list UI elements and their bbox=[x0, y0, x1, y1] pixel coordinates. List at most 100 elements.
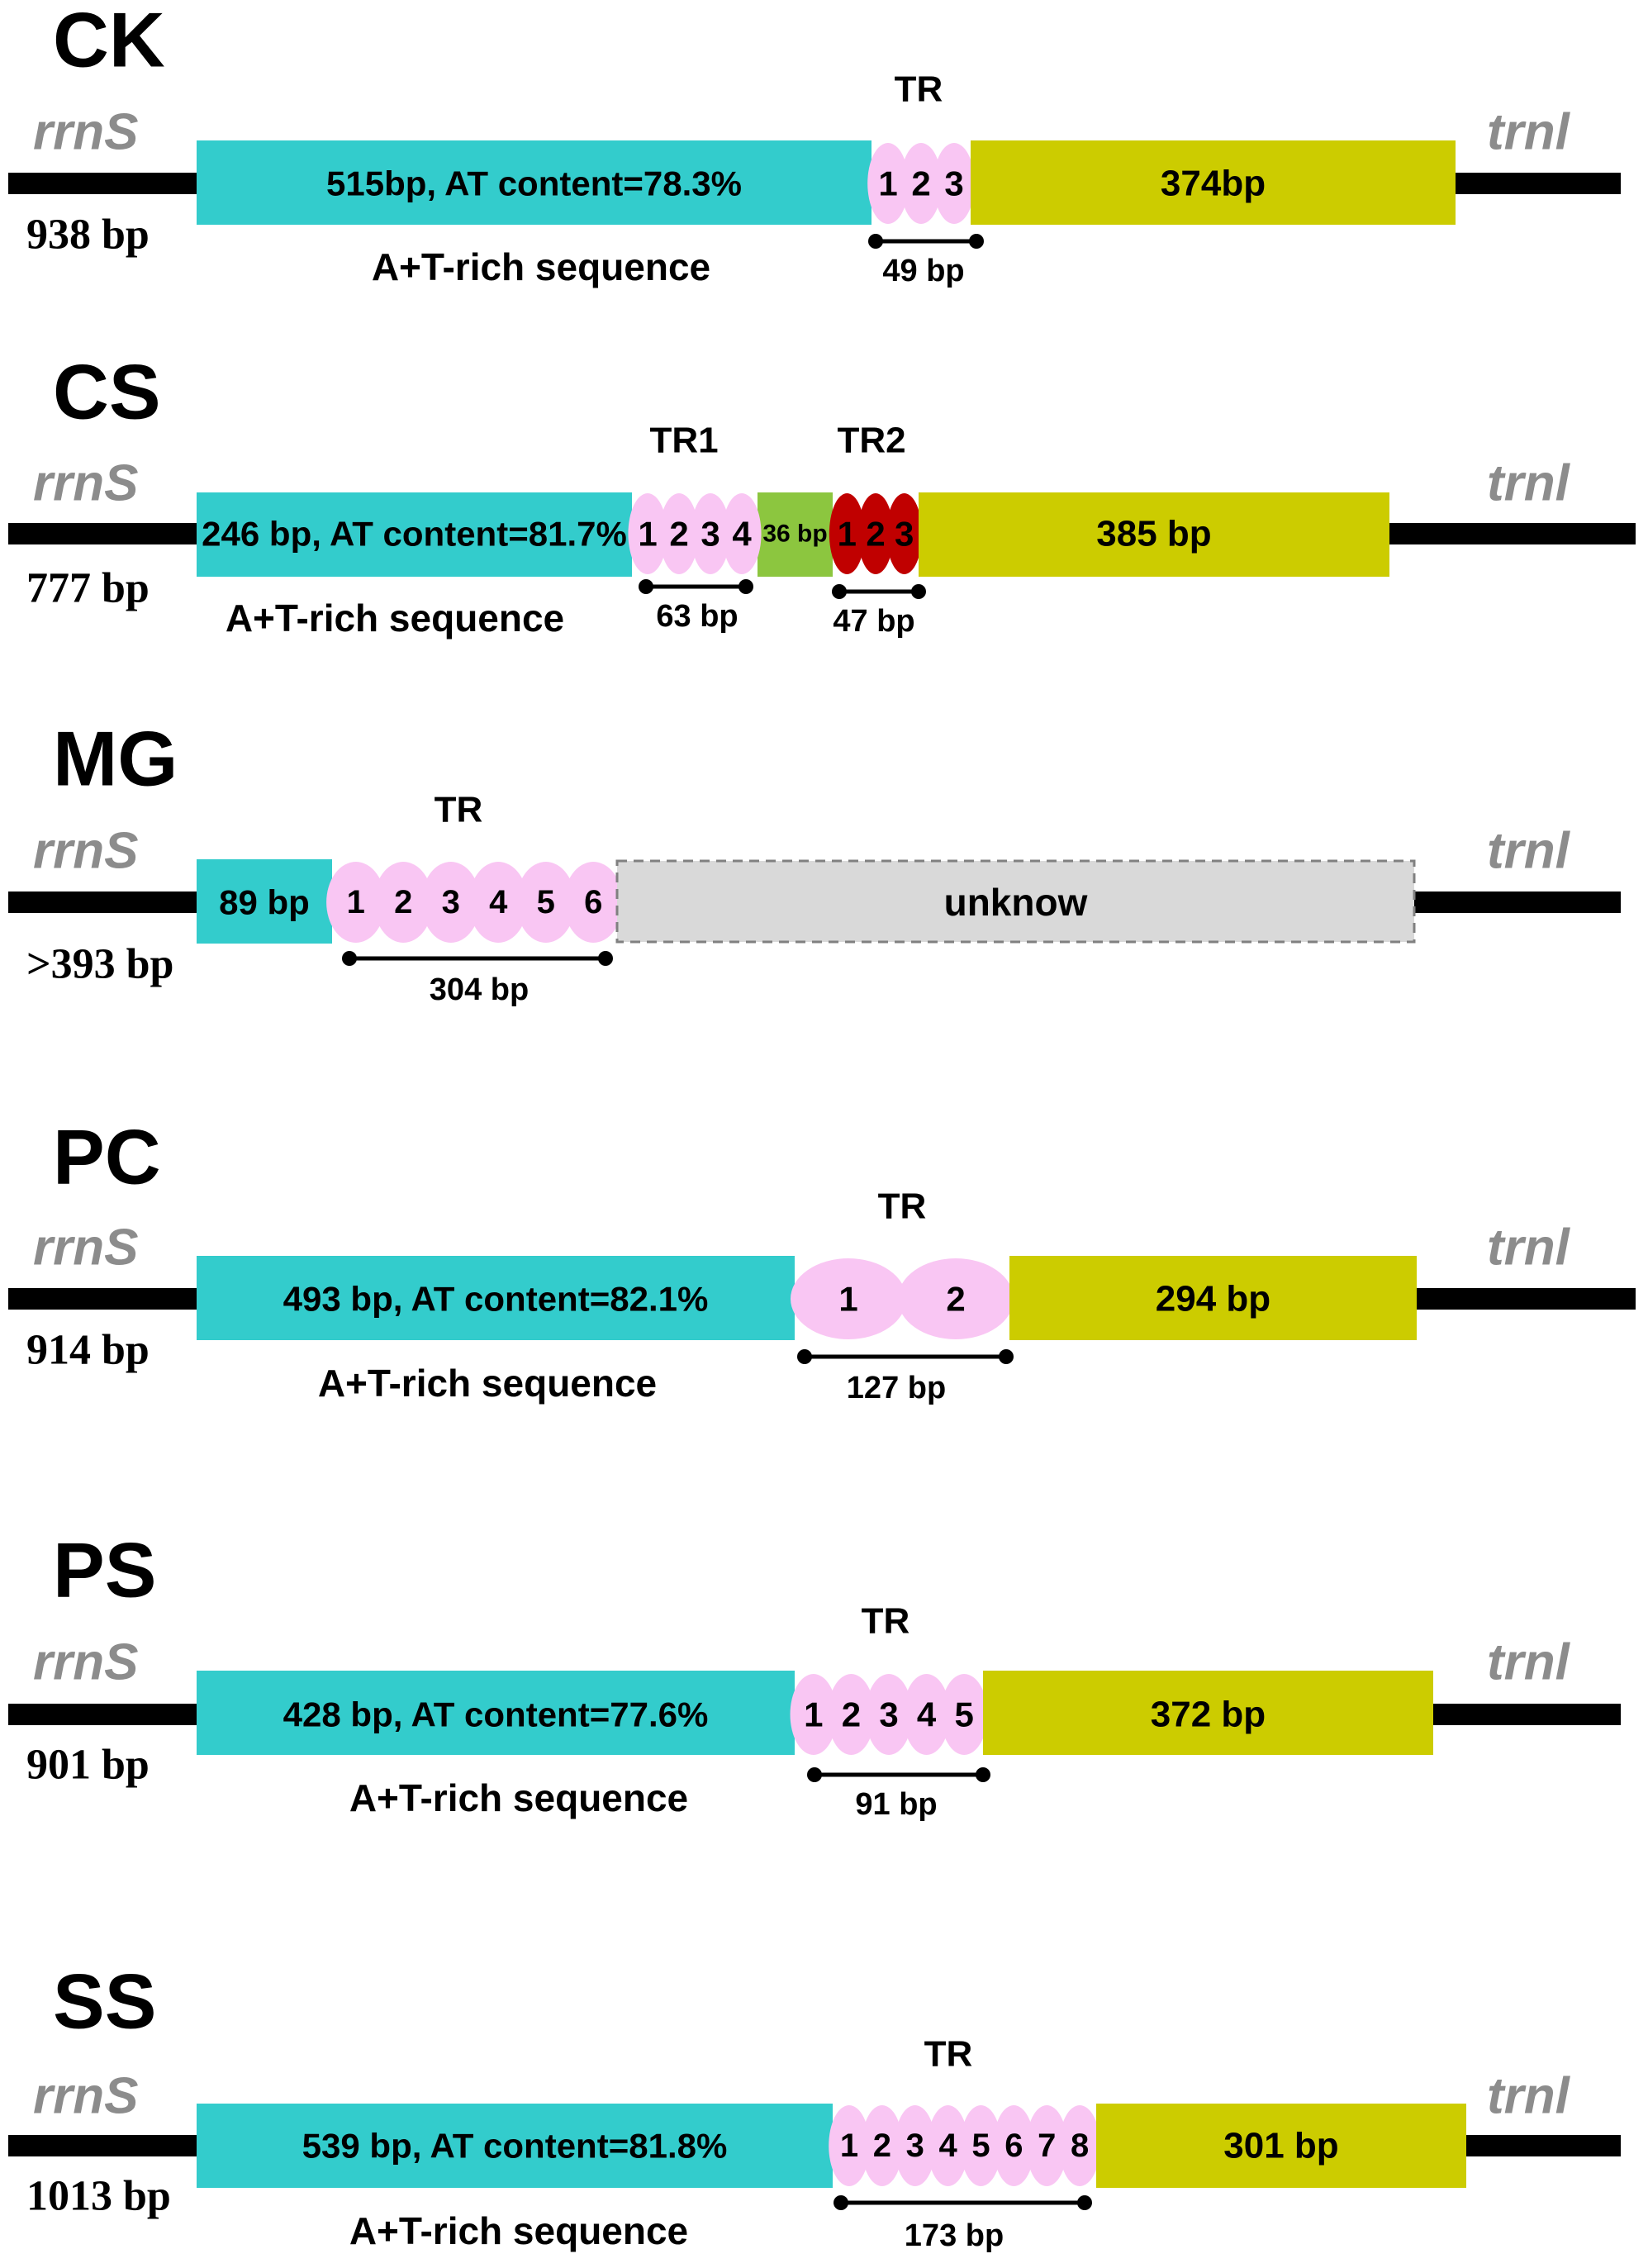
tr-repeat-label: 1 bbox=[838, 1280, 857, 1319]
tr-repeat-unit bbox=[563, 862, 623, 943]
at-region-label: 246 bp, AT content=81.7% bbox=[202, 515, 627, 554]
tr-repeat-unit bbox=[516, 862, 576, 943]
at-region-caption: A+T-rich sequence bbox=[349, 2209, 688, 2252]
tr-repeat-label: 2 bbox=[842, 1695, 861, 1734]
tr-repeat-label: 4 bbox=[917, 1695, 937, 1734]
at-region-label: 539 bp, AT content=81.8% bbox=[302, 2127, 728, 2166]
tr-span-label: 91 bp bbox=[855, 1787, 937, 1822]
right-gene-label: trnl bbox=[1487, 2068, 1571, 2125]
tr-repeat-unit bbox=[722, 493, 762, 574]
tr-repeat-label: 1 bbox=[804, 1695, 823, 1734]
tr-repeat-label: 2 bbox=[873, 2128, 891, 2164]
tr-repeat-unit bbox=[659, 493, 699, 574]
at-region-label: 428 bp, AT content=77.6% bbox=[283, 1695, 709, 1734]
species-label: PS bbox=[53, 1527, 156, 1614]
tr-repeat-unit bbox=[373, 862, 433, 943]
backbone-left bbox=[8, 892, 197, 913]
backbone-left bbox=[8, 523, 197, 544]
tr-repeat-label: 4 bbox=[489, 884, 508, 920]
tr-span-end bbox=[598, 951, 613, 966]
left-gene-label: rrnS bbox=[33, 823, 138, 880]
tr-repeat-unit bbox=[862, 2105, 903, 2186]
at-rich-region bbox=[197, 492, 632, 577]
tr-repeat-label: 2 bbox=[669, 515, 688, 554]
at-region-label: 89 bp bbox=[219, 883, 310, 922]
tr-span-label: 173 bp bbox=[905, 2218, 1004, 2253]
downstream-label: 294 bp bbox=[1156, 1279, 1270, 1319]
tr-title: TR bbox=[878, 1186, 927, 1227]
unknown-region bbox=[615, 859, 1416, 944]
tr-repeat-unit bbox=[898, 1258, 1014, 1339]
spacer-label: 36 bp bbox=[762, 521, 827, 548]
tr-repeat-unit bbox=[468, 862, 528, 943]
tr-repeat-label: 3 bbox=[442, 884, 460, 920]
tr-repeat-unit bbox=[828, 1674, 875, 1755]
tr-span-end bbox=[868, 234, 883, 249]
tr-repeat-label: 2 bbox=[866, 515, 885, 554]
backbone-right bbox=[1454, 173, 1621, 194]
tr-repeat-label: 6 bbox=[1004, 2128, 1023, 2164]
tr-repeat-label: 3 bbox=[906, 2128, 924, 2164]
at-region-caption: A+T-rich sequence bbox=[226, 597, 564, 640]
right-gene-label: trnl bbox=[1487, 1634, 1571, 1691]
total-length-label: 914 bp bbox=[26, 1327, 150, 1374]
tr-span-end bbox=[797, 1349, 812, 1364]
right-gene-label: trnl bbox=[1487, 823, 1571, 880]
backbone-right bbox=[1433, 1704, 1621, 1725]
downstream-region bbox=[1009, 1256, 1417, 1340]
tr-repeat-label: 3 bbox=[879, 1695, 898, 1734]
tr-repeat-unit bbox=[790, 1674, 838, 1755]
tr-repeat-unit bbox=[903, 1674, 950, 1755]
downstream-region bbox=[983, 1671, 1433, 1755]
tr-span-label: 63 bp bbox=[656, 599, 738, 634]
downstream-region bbox=[971, 140, 1456, 225]
tr-title: TR2 bbox=[837, 421, 905, 461]
downstream-label: 385 bp bbox=[1096, 514, 1211, 554]
tr-repeat-label: 3 bbox=[701, 515, 720, 554]
tr-title: TR bbox=[895, 69, 943, 110]
tr-repeat-unit bbox=[829, 493, 865, 574]
tr-repeat-unit bbox=[940, 1674, 988, 1755]
backbone-right bbox=[1414, 892, 1621, 913]
left-gene-label: rrnS bbox=[33, 2068, 138, 2125]
tr-title: TR1 bbox=[649, 421, 718, 461]
tr-repeat-label: 8 bbox=[1071, 2128, 1089, 2164]
tr-span-label: 47 bp bbox=[833, 604, 914, 639]
tr-span-label: 127 bp bbox=[847, 1371, 946, 1405]
unknown-region-label: unknow bbox=[944, 881, 1088, 924]
at-region-caption: A+T-rich sequence bbox=[318, 1362, 657, 1405]
tr-repeat-unit bbox=[900, 143, 942, 224]
tr-span-label: 49 bp bbox=[882, 254, 964, 288]
backbone-left bbox=[8, 173, 197, 194]
left-gene-label: rrnS bbox=[33, 104, 138, 161]
at-region-label: 493 bp, AT content=82.1% bbox=[283, 1280, 709, 1319]
tr-repeat-unit bbox=[865, 1674, 913, 1755]
tr-repeat-unit bbox=[993, 2105, 1035, 2186]
at-region-caption: A+T-rich sequence bbox=[372, 245, 710, 288]
tr-repeat-label: 7 bbox=[1038, 2128, 1056, 2164]
at-region-caption: A+T-rich sequence bbox=[349, 1776, 688, 1819]
total-length-label: 901 bp bbox=[26, 1742, 150, 1789]
tr-repeat-label: 1 bbox=[878, 164, 897, 203]
tr-title: TR bbox=[924, 2034, 973, 2075]
tr-repeat-unit bbox=[829, 2105, 870, 2186]
tr-repeat-label: 4 bbox=[938, 2128, 957, 2164]
downstream-label: 372 bp bbox=[1151, 1695, 1266, 1735]
tr-repeat-unit bbox=[628, 493, 667, 574]
tr-span-end bbox=[969, 234, 984, 249]
at-rich-region bbox=[197, 859, 332, 944]
tr-repeat-label: 4 bbox=[732, 515, 752, 554]
tr-span-end bbox=[639, 579, 653, 594]
tr-title: TR bbox=[435, 790, 483, 830]
species-label: SS bbox=[53, 1958, 156, 2045]
